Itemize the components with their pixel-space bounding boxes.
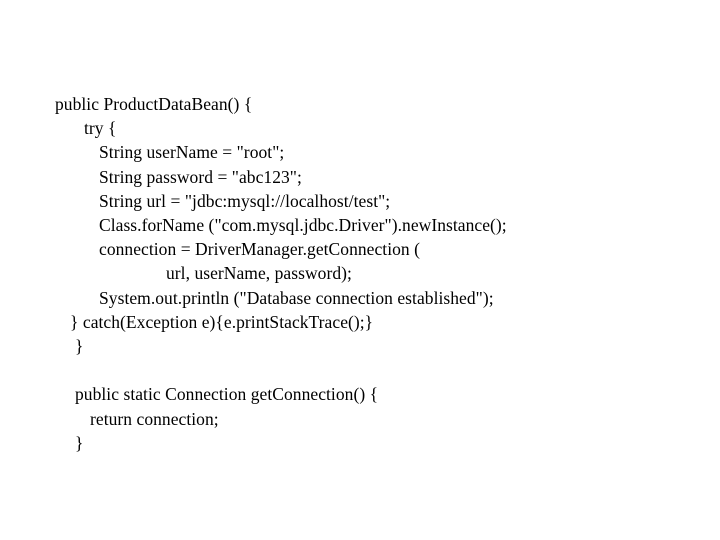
code-line: public static Connection getConnection()…	[75, 384, 379, 405]
code-line: String userName = "root";	[99, 142, 285, 163]
code-line: String url = "jdbc:mysql://localhost/tes…	[99, 190, 391, 211]
code-line: public ProductDataBean() {	[55, 94, 253, 114]
code-line: url, userName, password);	[166, 263, 352, 284]
code-line: Class.forName ("com.mysql.jdbc.Driver").…	[99, 215, 507, 236]
code-line: } catch(Exception e){e.printStackTrace()…	[70, 311, 374, 332]
code-line: try {	[84, 118, 117, 139]
code-line: }	[75, 432, 84, 453]
code-line: return connection;	[90, 408, 219, 429]
code-line: }	[75, 336, 84, 357]
code-line: System.out.println ("Database connection…	[99, 287, 494, 308]
code-line: String password = "abc123";	[99, 166, 302, 187]
code-blank-line	[0, 358, 720, 382]
code-line: connection = DriverManager.getConnection…	[99, 239, 421, 260]
java-code-listing: public ProductDataBean() { try { String us…	[0, 92, 720, 455]
